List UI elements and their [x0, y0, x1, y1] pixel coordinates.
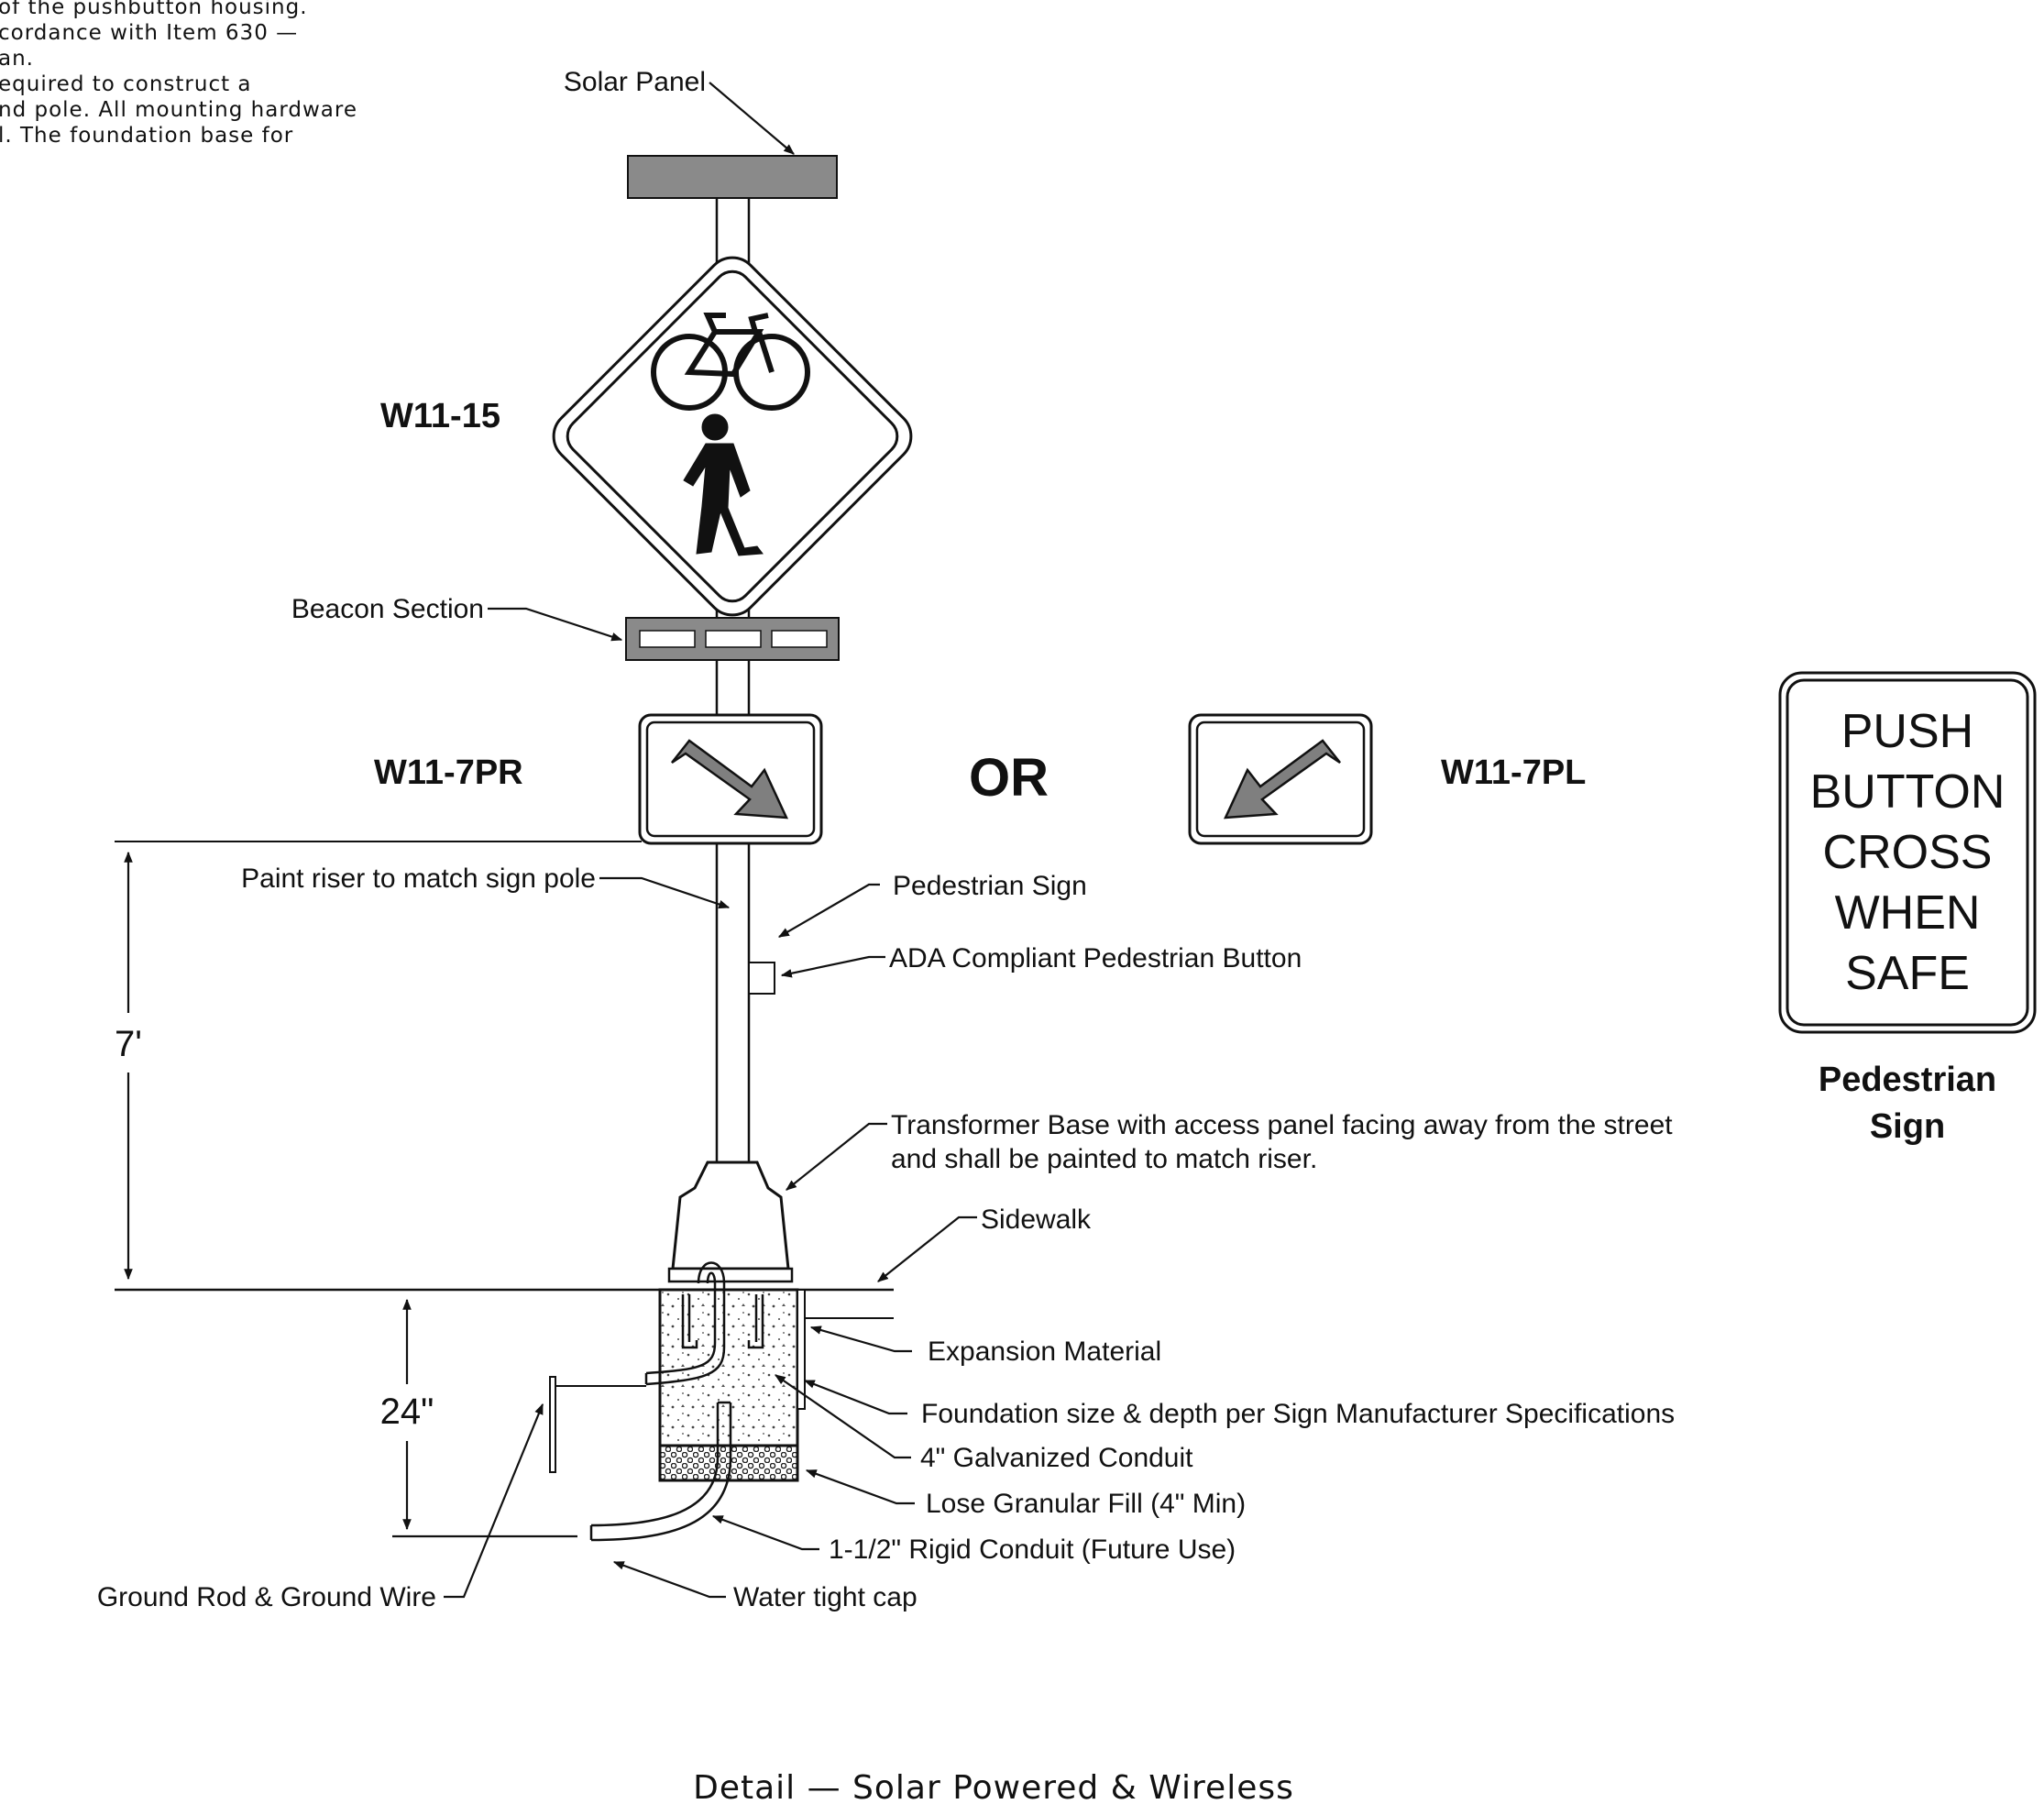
push-button-sign: PUSH BUTTON CROSS WHEN SAFE [1778, 671, 2037, 1034]
bicycle-icon [651, 313, 810, 411]
push-button-line-1: PUSH [1841, 705, 1973, 758]
w11-7pl-sign [1188, 713, 1373, 845]
expansion-material-label: Expansion Material [928, 1336, 1161, 1367]
w11-7pl-label: W11-7PL [1441, 754, 1586, 792]
galvanized-conduit-label: 4" Galvanized Conduit [920, 1443, 1193, 1473]
sidewalk-label: Sidewalk [981, 1204, 1092, 1235]
arrow-down-left-icon [1223, 739, 1341, 820]
beacon-section [625, 617, 840, 661]
rigid-conduit [589, 1401, 732, 1542]
pedestrian-sign-caption-1: Pedestrian [1819, 1061, 1996, 1099]
push-button-line-5: SAFE [1845, 947, 1970, 1000]
granular-fill-label: Lose Granular Fill (4" Min) [926, 1489, 1246, 1519]
rigid-conduit-label: 1-1/2" Rigid Conduit (Future Use) [829, 1534, 1236, 1565]
w11-7pr-sign [638, 713, 823, 845]
callout-leaders [444, 82, 977, 1599]
height-dimension: 7' [115, 851, 142, 1281]
depth-dimension-label: 24" [380, 1392, 434, 1432]
push-button-line-2: BUTTON [1810, 765, 2006, 819]
top-notes: of the pushbutton housing. cordance with… [0, 0, 357, 148]
solar-panel-label: Solar Panel [564, 67, 706, 97]
detail-title: Detail — Solar Powered & Wireless [693, 1769, 1294, 1807]
paint-riser-label: Paint riser to match sign pole [241, 864, 596, 894]
water-tight-cap-label: Water tight cap [733, 1582, 918, 1612]
transformer-base [667, 1160, 794, 1283]
w11-15-label: W11-15 [380, 397, 500, 435]
anchor-bolts [681, 1294, 764, 1349]
or-label: OR [969, 748, 1049, 808]
ground-rod-label: Ground Rod & Ground Wire [97, 1582, 436, 1612]
transformer-base-label-1: Transformer Base with access panel facin… [891, 1110, 1673, 1140]
pedestrian-sign-callout: Pedestrian Sign [893, 871, 1087, 901]
beacon-section-label: Beacon Section [291, 594, 484, 624]
note-line-6: l. The foundation base for [0, 124, 293, 148]
pedestrian-sign-caption-2: Sign [1870, 1107, 1945, 1146]
note-line-4: equired to construct a [0, 72, 252, 96]
concrete-foundation [658, 1288, 806, 1482]
note-line-5: nd pole. All mounting hardware [0, 98, 357, 122]
w11-7pr-label: W11-7PR [374, 754, 523, 792]
note-line-1: of the pushbutton housing. [0, 0, 308, 19]
arrow-down-right-icon [671, 739, 789, 820]
height-dimension-label: 7' [115, 1024, 142, 1064]
push-button-line-4: WHEN [1835, 886, 1981, 940]
ground-rod [549, 1376, 556, 1473]
galvanized-conduit [644, 1261, 726, 1386]
depth-dimension: 24" [380, 1298, 577, 1538]
solar-panel [627, 155, 838, 199]
push-button-line-3: CROSS [1823, 826, 1993, 879]
w11-15-sign [552, 256, 913, 617]
note-line-2: cordance with Item 630 — [0, 21, 298, 45]
ada-pedestrian-button [748, 962, 775, 995]
transformer-base-label-2: and shall be painted to match riser. [891, 1144, 1317, 1174]
ada-button-label: ADA Compliant Pedestrian Button [889, 943, 1302, 974]
note-line-3: an. [0, 47, 34, 71]
foundation-label: Foundation size & depth per Sign Manufac… [921, 1399, 1675, 1429]
pedestrian-icon [683, 413, 764, 556]
